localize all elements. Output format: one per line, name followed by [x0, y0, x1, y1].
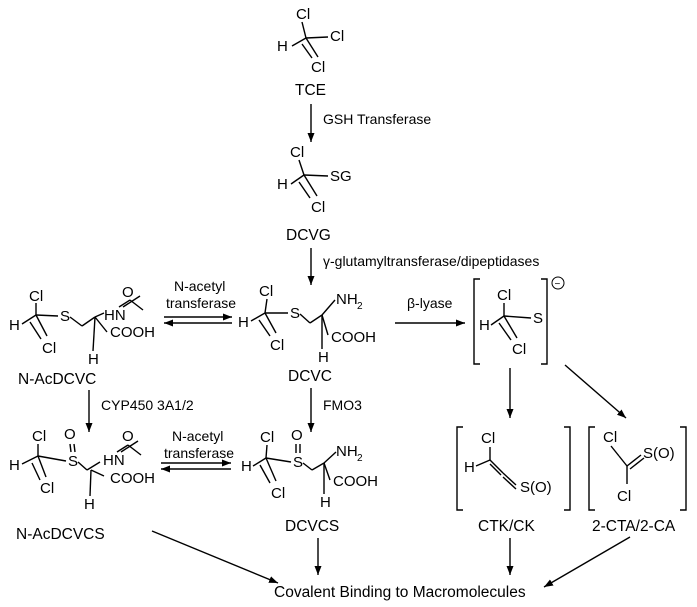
atom-cl: Cl [259, 283, 273, 300]
enzyme-n-acetyl: N-acetyl [174, 278, 225, 294]
enzyme-n-acetyl: N-acetyl [172, 428, 223, 444]
atom-cl: Cl [512, 341, 526, 358]
atom-o: O [291, 427, 303, 444]
dcvcs-structure: Cl H S O Cl NH 2 COOH H [241, 427, 378, 511]
thiolate-intermediate: − Cl H S Cl [473, 276, 565, 365]
atom-hn: HN [103, 452, 125, 469]
atom-cl: Cl [270, 337, 284, 354]
atom-cl: Cl [260, 429, 274, 446]
atom-cl: Cl [330, 28, 344, 45]
atom-nh: NH [336, 291, 358, 308]
atom-cl: Cl [311, 199, 325, 216]
atom-cl: Cl [311, 59, 325, 76]
atom-o: O [122, 284, 134, 301]
atom-s: S [290, 305, 300, 322]
enzyme-beta-lyase: β-lyase [407, 295, 453, 311]
atom-h: H [241, 458, 252, 475]
atom-h: H [277, 176, 288, 193]
label-nacdcvc: N-AcDCVC [18, 371, 96, 388]
atom-cl: Cl [603, 429, 617, 446]
atom-h: H [464, 459, 475, 476]
atom-nh-subscript: 2 [357, 453, 363, 464]
atom-cl: Cl [29, 288, 43, 305]
atom-cl: Cl [40, 480, 54, 497]
label-2-cta-2-ca: 2-CTA/2-CA [592, 518, 676, 535]
atom-nh: NH [336, 443, 358, 460]
atom-hn: HN [104, 307, 126, 324]
nacdcvcs-structure: Cl H S O Cl HN O COOH H [9, 426, 155, 513]
tce-structure: Cl H Cl Cl [277, 6, 344, 76]
dcvc-structure: Cl H S Cl NH 2 COOH H [238, 283, 376, 366]
atom-sg: SG [330, 168, 352, 185]
atom-h: H [318, 349, 329, 366]
equilibrium-arrows-bottom [161, 459, 231, 473]
label-dcvcs: DCVCS [285, 518, 339, 535]
enzyme-transferase: transferase [164, 445, 234, 461]
atom-cl: Cl [617, 488, 631, 505]
atom-nh-subscript: 2 [357, 301, 363, 312]
atom-cooh: COOH [110, 324, 155, 341]
atom-so: S(O) [520, 479, 552, 496]
atom-cl: Cl [32, 428, 46, 445]
enzyme-transferase: transferase [166, 295, 236, 311]
atom-s: S [293, 454, 303, 471]
atom-h: H [84, 496, 95, 513]
atom-cl: Cl [481, 430, 495, 447]
atom-so: S(O) [643, 445, 675, 462]
atom-h: H [9, 457, 20, 474]
atom-h: H [277, 38, 288, 55]
enzyme-gsh-transferase: GSH Transferase [323, 111, 431, 127]
atom-s: S [533, 310, 543, 327]
atom-o: O [122, 428, 134, 445]
enzyme-ggt-dipeptidases: γ-glutamyltransferase/dipeptidases [323, 253, 539, 269]
enzyme-fmo3: FMO3 [323, 397, 362, 413]
atom-s: S [68, 453, 78, 470]
atom-cl: Cl [290, 144, 304, 161]
atom-cl: Cl [42, 340, 56, 357]
enzyme-cyp450: CYP450 3A1/2 [101, 397, 194, 413]
equilibrium-arrows-top [164, 313, 232, 327]
nacdcvc-structure: Cl H S Cl HN O COOH H [9, 284, 155, 368]
label-ctk-ck: CTK/CK [478, 518, 536, 535]
outcome-covalent-binding: Covalent Binding to Macromolecules [274, 584, 526, 601]
atom-h: H [88, 351, 99, 368]
atom-h: H [238, 314, 249, 331]
atom-cl: Cl [271, 485, 285, 502]
label-dcvc: DCVC [288, 368, 332, 385]
atom-h: H [9, 317, 20, 334]
label-dcvg: DCVG [286, 227, 331, 244]
dcvg-structure: Cl H SG Cl [277, 144, 352, 216]
cta-structure: Cl Cl S(O) Cl [588, 426, 687, 511]
atom-cooh: COOH [333, 473, 378, 490]
ctk-structure: Cl H S(O) [456, 426, 571, 511]
atom-cooh: COOH [110, 470, 155, 487]
atom-cooh: COOH [331, 329, 376, 346]
atom-minus: − [555, 279, 561, 290]
atom-o: O [64, 426, 76, 443]
atom-s: S [60, 308, 70, 325]
atom-cl: Cl [296, 6, 310, 23]
atom-h: H [320, 494, 331, 511]
atom-h: H [479, 317, 490, 334]
label-nacdcvcs: N-AcDCVCS [16, 526, 105, 543]
label-tce: TCE [295, 82, 326, 99]
atom-cl: Cl [497, 287, 511, 304]
